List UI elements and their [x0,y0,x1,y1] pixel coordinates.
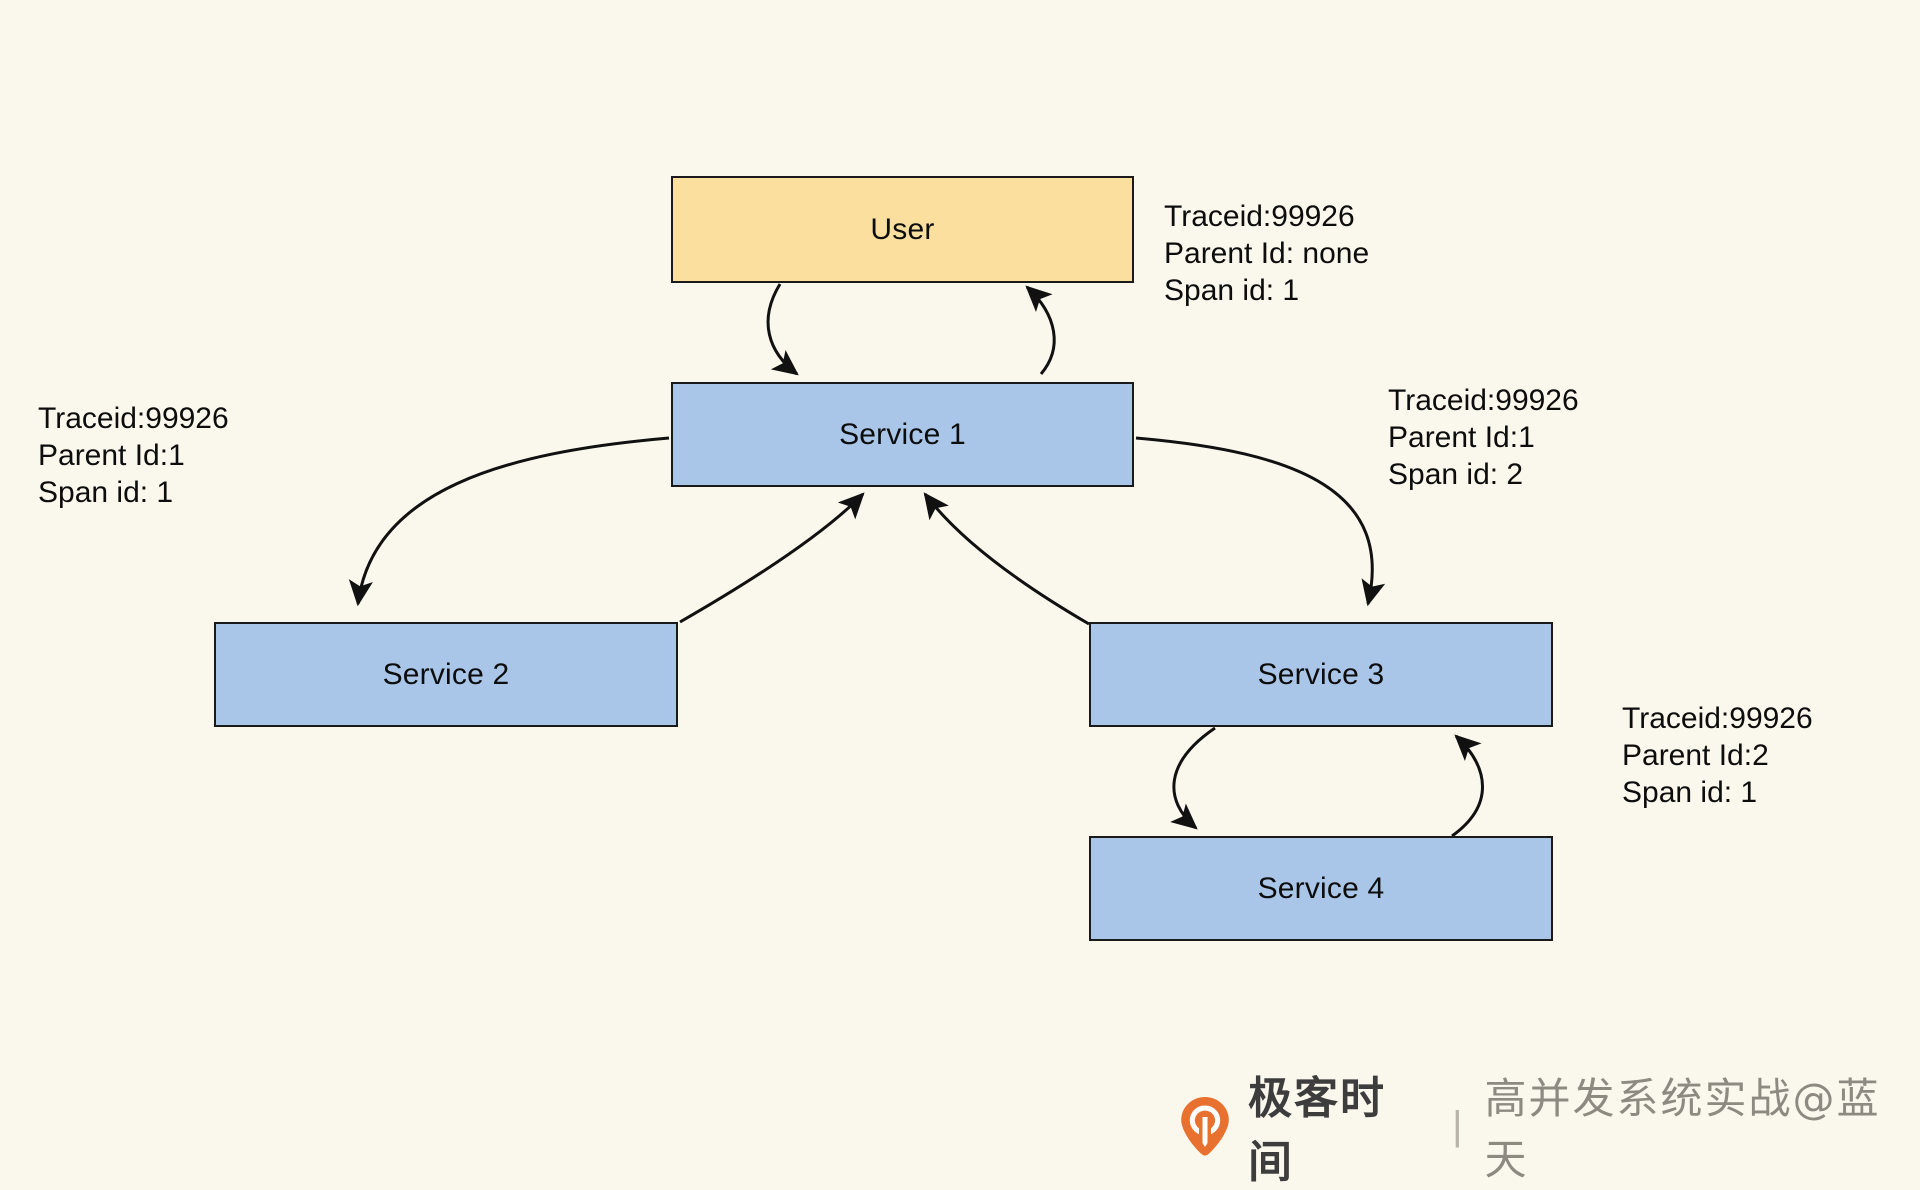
edge-service1-to-service3 [1136,438,1372,604]
node-service-2-label: Service 2 [383,658,510,692]
edge-service4-to-service3 [1452,736,1483,836]
annotation-span-id: Span id: 1 [1164,272,1369,309]
edge-user-to-service1 [768,284,797,374]
node-user-label: User [870,213,934,247]
annotation-parent-id: Parent Id: none [1164,235,1369,272]
node-service-1[interactable]: Service 1 [671,382,1134,487]
annotation-span-id: Span id: 1 [38,474,229,511]
annotation-parent-id: Parent Id:1 [38,437,229,474]
annotation-span-id: Span id: 1 [1622,774,1813,811]
node-service-1-label: Service 1 [839,418,966,452]
annotation-traceid: Traceid:99926 [38,400,229,437]
watermark-brand: 极客时间 [1248,1062,1430,1190]
edge-service1-to-user [1027,287,1054,374]
annotation-span-service2: Traceid:99926 Parent Id:1 Span id: 1 [38,400,229,512]
annotation-parent-id: Parent Id:1 [1388,419,1579,456]
edge-service2-to-service1 [680,494,863,622]
watermark-separator: | [1452,1104,1462,1149]
geek-time-pin-logo-icon [1178,1096,1232,1156]
annotation-traceid: Traceid:99926 [1388,382,1579,419]
node-service-3-label: Service 3 [1258,658,1385,692]
annotation-span-id: Span id: 2 [1388,456,1579,493]
edge-service1-to-service2 [358,438,669,604]
node-service-4-label: Service 4 [1258,872,1385,906]
annotation-span-service4: Traceid:99926 Parent Id:2 Span id: 1 [1622,700,1813,812]
annotation-parent-id: Parent Id:2 [1622,737,1813,774]
node-service-2[interactable]: Service 2 [214,622,678,727]
watermark-subtitle: 高并发系统实战@蓝天 [1485,1065,1920,1187]
annotation-traceid: Traceid:99926 [1622,700,1813,737]
watermark: 极客时间 | 高并发系统实战@蓝天 [1178,1062,1920,1190]
node-service-4[interactable]: Service 4 [1089,836,1553,941]
annotation-span-user: Traceid:99926 Parent Id: none Span id: 1 [1164,198,1369,310]
annotation-traceid: Traceid:99926 [1164,198,1369,235]
edge-service3-to-service1 [925,494,1089,624]
edge-service3-to-service4 [1174,728,1215,828]
node-user[interactable]: User [671,176,1134,283]
node-service-3[interactable]: Service 3 [1089,622,1553,727]
annotation-span-service3: Traceid:99926 Parent Id:1 Span id: 2 [1388,382,1579,494]
